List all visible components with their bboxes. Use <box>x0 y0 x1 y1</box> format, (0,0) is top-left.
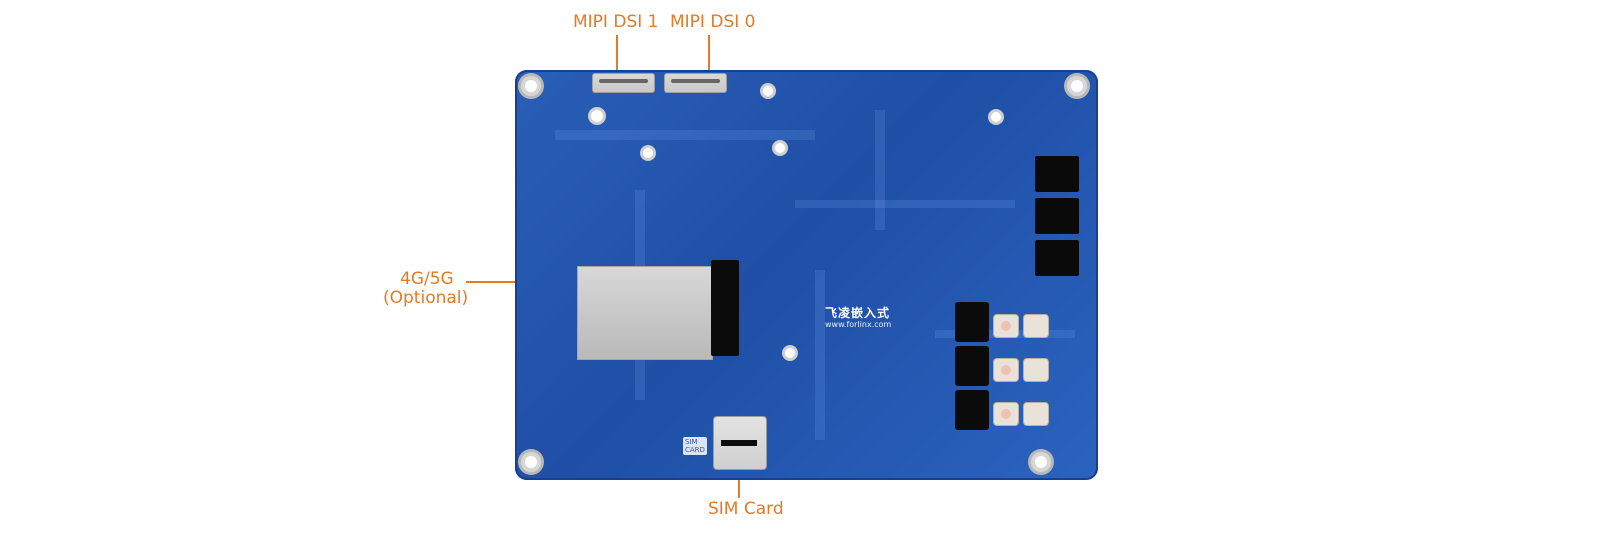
side-connector-3 <box>1035 240 1079 276</box>
side-connector-2 <box>1035 198 1079 234</box>
optional-label: (Optional) <box>383 288 469 308</box>
pcb-board: 飞凌嵌入式 www.forlinx.com SIM CARD <box>515 70 1098 480</box>
mipi-dsi-1-label: MIPI DSI 1 <box>573 12 659 32</box>
sim-card-slot <box>721 440 757 446</box>
sim-card-label: SIM Card <box>708 499 784 519</box>
mounting-hole-bottom-left <box>525 456 537 468</box>
via-hole-6 <box>763 86 773 96</box>
4g5g-label: 4G/5G <box>400 269 454 289</box>
mounting-hole-top-left <box>525 80 537 92</box>
via-hole-4 <box>785 348 795 358</box>
mounting-hole-top-right <box>1071 80 1083 92</box>
trace-1 <box>555 130 815 140</box>
ethernet-jack-3 <box>955 390 989 430</box>
sim-silkscreen-label: SIM CARD <box>683 437 707 455</box>
m2-slot <box>711 260 739 356</box>
status-led-3 <box>993 402 1019 426</box>
trace-4 <box>815 270 825 440</box>
via-hole-2 <box>643 148 653 158</box>
transformer-1 <box>1023 314 1049 338</box>
mipi-dsi-0-connector <box>664 73 727 93</box>
mounting-hole-bottom-right <box>1035 456 1047 468</box>
trace-5 <box>875 110 885 230</box>
transformer-2 <box>1023 358 1049 382</box>
via-hole-3 <box>775 143 785 153</box>
brand-url-text: www.forlinx.com <box>825 320 892 329</box>
ethernet-jack-2 <box>955 346 989 386</box>
via-hole-1 <box>591 110 603 122</box>
status-led-2 <box>993 358 1019 382</box>
ethernet-jack-1 <box>955 302 989 342</box>
mipi-dsi-1-leader-line <box>616 35 618 77</box>
4g5g-module <box>577 266 713 360</box>
mipi-dsi-0-label: MIPI DSI 0 <box>670 12 756 32</box>
mipi-dsi-1-connector <box>592 73 655 93</box>
brand-logo-text: 飞凌嵌入式 <box>825 306 891 320</box>
via-hole-5 <box>991 112 1001 122</box>
side-connector-1 <box>1035 156 1079 192</box>
trace-3 <box>795 200 1015 208</box>
transformer-3 <box>1023 402 1049 426</box>
mipi-dsi-0-leader-line <box>708 35 710 77</box>
status-led-1 <box>993 314 1019 338</box>
